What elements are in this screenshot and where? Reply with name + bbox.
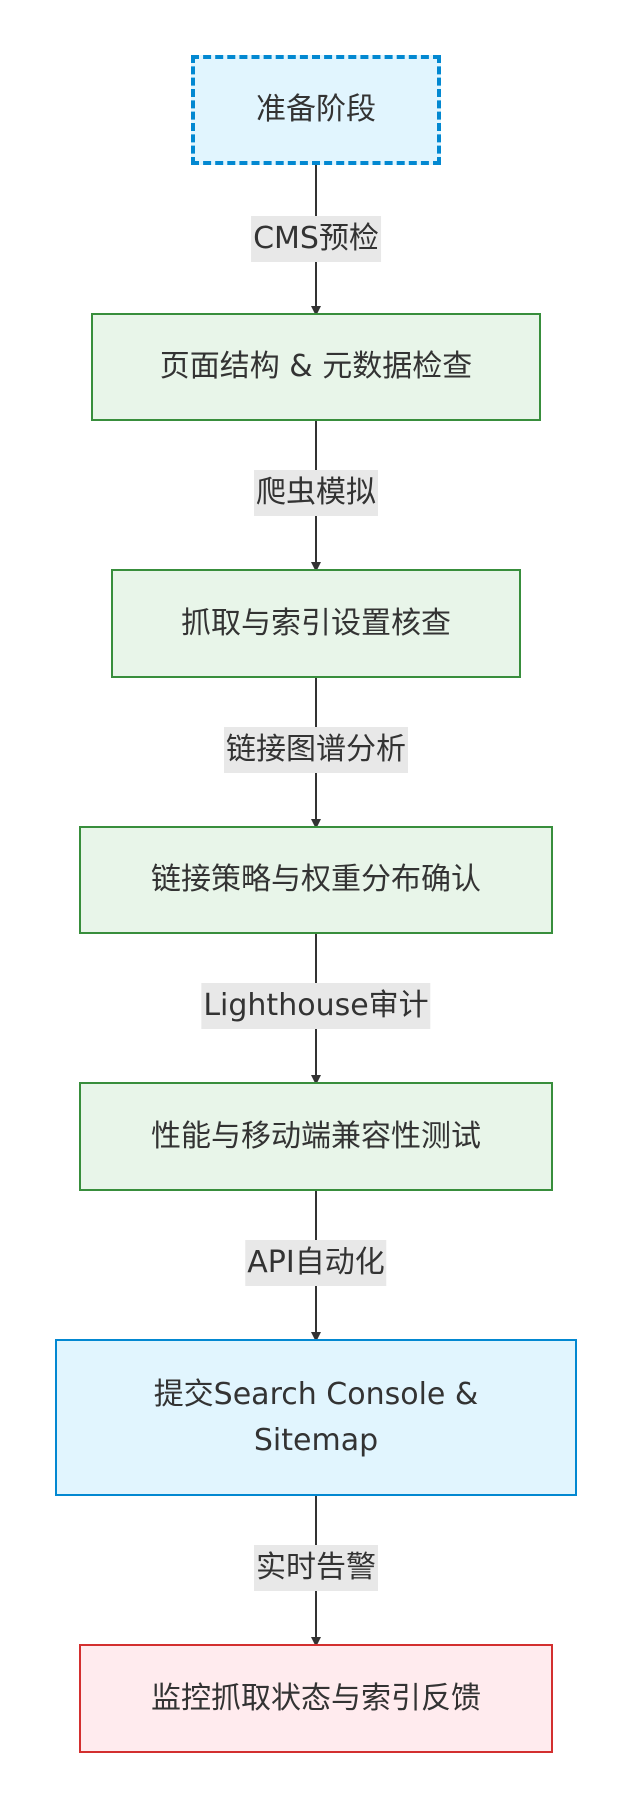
node-submit-line2: Sitemap: [253, 1422, 379, 1458]
edge-label-linkgraph: 链接图谱分析: [224, 727, 408, 773]
edge-label-api: API自动化: [245, 1240, 387, 1286]
node-structure-label: 页面结构 & 元数据检查: [159, 349, 473, 384]
node-submit: 提交Search Console & Sitemap: [55, 1339, 577, 1496]
node-perf-label: 性能与移动端兼容性测试: [151, 1118, 481, 1154]
node-prep-label: 准备阶段: [256, 92, 376, 127]
node-prep: 准备阶段: [191, 55, 441, 165]
edge-label-cms: CMS预检: [251, 216, 381, 262]
node-structure-check: 页面结构 & 元数据检查: [91, 313, 541, 421]
node-links-label: 链接策略与权重分布确认: [151, 862, 481, 897]
node-performance-test: 性能与移动端兼容性测试: [79, 1082, 553, 1191]
edge-label-lighthouse: Lighthouse审计: [201, 983, 431, 1029]
edge-label-alert: 实时告警: [254, 1545, 378, 1591]
node-crawl-label: 抓取与索引设置核查: [181, 605, 451, 641]
node-crawl-index-check: 抓取与索引设置核查: [111, 569, 521, 678]
node-monitor-label: 监控抓取状态与索引反馈: [151, 1680, 481, 1716]
node-monitor: 监控抓取状态与索引反馈: [79, 1644, 553, 1753]
node-submit-line1: 提交Search Console &: [153, 1376, 479, 1412]
edge-label-crawler: 爬虫模拟: [254, 470, 378, 516]
node-link-strategy: 链接策略与权重分布确认: [79, 826, 553, 934]
